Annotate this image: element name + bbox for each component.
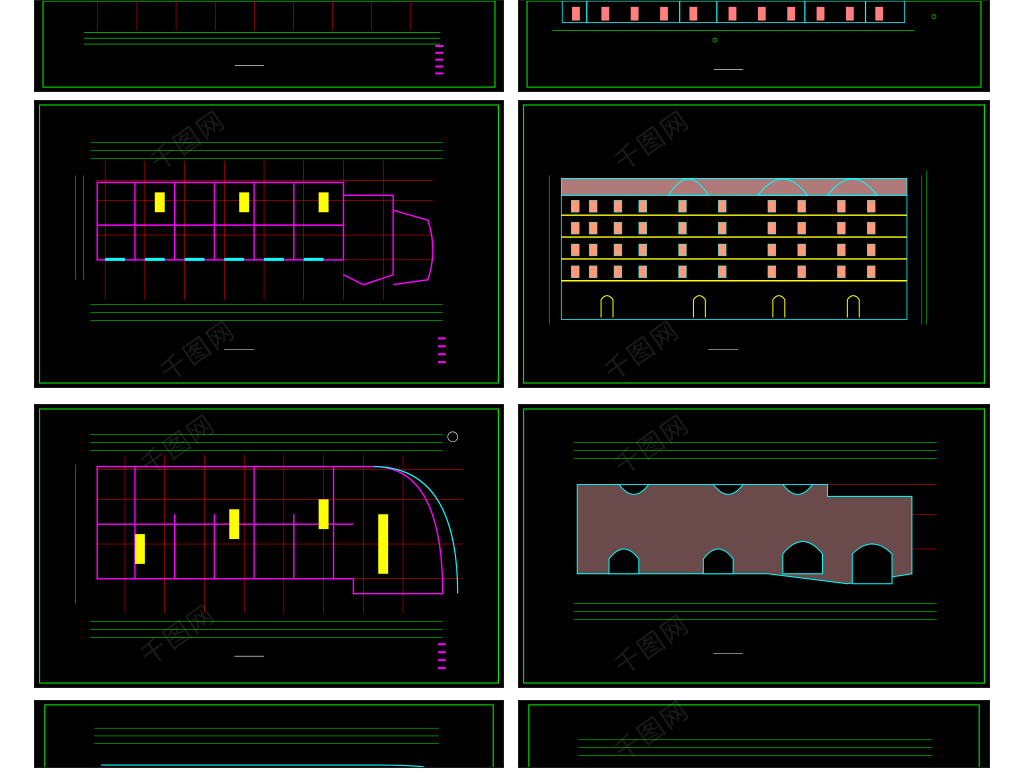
elevation-drawing-icon xyxy=(523,104,985,384)
drawing-sheet-plan-partial[interactable] xyxy=(34,0,504,92)
north-arrow-icon xyxy=(447,431,458,443)
axis-ticks xyxy=(97,1,412,31)
dimension-lines xyxy=(75,142,443,321)
plan-drawing-icon xyxy=(39,408,499,684)
axis-grid xyxy=(95,454,463,614)
plan-drawing-icon xyxy=(42,1,496,88)
stairs xyxy=(154,192,329,213)
walls xyxy=(96,181,434,286)
dimension-lines xyxy=(84,32,441,45)
legend-block xyxy=(437,643,446,670)
legend-block xyxy=(437,337,446,364)
drawing-sheet-elevation[interactable]: 千图网 千图网 xyxy=(518,100,990,388)
plan-drawing-icon xyxy=(528,704,980,767)
drawing-sheet-roof-plan[interactable]: 千图网 千图网 xyxy=(518,404,990,688)
windows xyxy=(105,257,324,261)
legend-block xyxy=(435,45,444,75)
dimension-lines xyxy=(75,434,443,638)
drawing-sheet-plan-bottom-left[interactable] xyxy=(34,700,504,768)
dimension-lines xyxy=(574,442,937,620)
drawing-sheet-floor-plan-1[interactable]: 千图网 千图网 xyxy=(34,100,504,388)
drawing-sheet-floor-plan-2[interactable]: 千图网 千图网 xyxy=(34,404,504,688)
drawing-sheet-plan-bottom-right[interactable]: 千图网 xyxy=(518,695,990,768)
plan-drawing-icon xyxy=(44,704,494,767)
roof-outline xyxy=(576,483,913,585)
walls xyxy=(96,465,444,595)
drawing-sheet-elevation-partial[interactable] xyxy=(518,0,990,92)
roof-drawing-icon xyxy=(523,408,985,684)
stairs xyxy=(134,499,389,574)
facade-strip xyxy=(561,1,906,23)
curved-facade xyxy=(373,465,459,594)
building-facade xyxy=(560,178,908,320)
level-marks xyxy=(549,170,928,325)
plan-drawing-icon xyxy=(39,104,499,384)
elevation-drawing-icon xyxy=(526,1,982,88)
